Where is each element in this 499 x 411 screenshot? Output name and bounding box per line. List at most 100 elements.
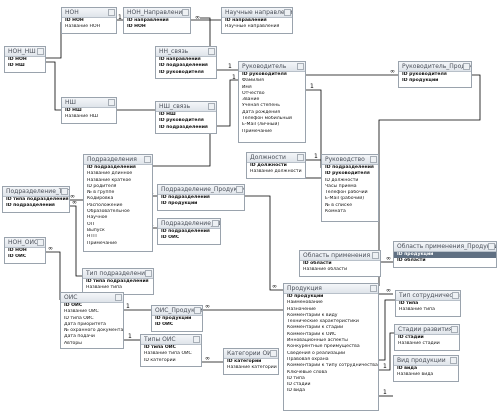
window-control-icon[interactable]: [212, 220, 219, 227]
window-control-icon[interactable]: [37, 48, 44, 55]
table-field[interactable]: ID должности: [250, 163, 287, 168]
table-field[interactable]: Кодировка: [87, 196, 114, 202]
window-control-icon[interactable]: [372, 252, 379, 259]
table-title[interactable]: Подразделение_ОИС: [158, 219, 220, 229]
table-field[interactable]: ID руководителя: [242, 72, 287, 77]
table-field[interactable]: НТП: [87, 234, 97, 240]
table-field[interactable]: Примечание: [87, 240, 117, 246]
table-field[interactable]: ID подразделения: [161, 229, 210, 234]
table-title[interactable]: Область применения: [300, 251, 380, 261]
table-field[interactable]: № в группе: [87, 190, 115, 196]
table-field[interactable]: ID направления: [225, 18, 267, 23]
table-field[interactable]: ID НОН: [8, 57, 27, 62]
window-control-icon[interactable]: [297, 63, 304, 70]
table-title[interactable]: ОИС_Продукция: [152, 306, 202, 316]
table-field[interactable]: ID НОН: [65, 18, 84, 23]
table-field[interactable]: ID типа ОИС: [64, 315, 94, 321]
window-control-icon[interactable]: [451, 326, 458, 333]
table-field[interactable]: ID ОИС: [161, 235, 180, 241]
table-field[interactable]: ID типа подразделения: [6, 197, 69, 202]
table-field[interactable]: Комментарии к ОИС: [287, 331, 337, 337]
table-field[interactable]: ID ОИС: [64, 303, 83, 308]
window-control-icon[interactable]: [297, 154, 304, 161]
table-field[interactable]: Дата подачи: [64, 334, 95, 340]
window-control-icon[interactable]: [370, 285, 377, 292]
table-field[interactable]: ID НОН: [8, 248, 27, 253]
table-field[interactable]: ID должности: [325, 177, 359, 183]
table-field[interactable]: Название области: [303, 267, 348, 273]
table-field[interactable]: ID ОИС: [8, 254, 27, 260]
table-title[interactable]: Руководитель: [239, 62, 305, 72]
table-field[interactable]: ID направления: [127, 18, 169, 23]
window-control-icon[interactable]: [208, 48, 215, 55]
table-title[interactable]: Руководство: [322, 155, 378, 165]
table-field[interactable]: ID подразделения: [325, 165, 374, 170]
table-field[interactable]: Комната: [325, 209, 346, 215]
table-title[interactable]: НОН_НШ: [5, 47, 45, 57]
window-control-icon[interactable]: [488, 243, 495, 250]
table-field[interactable]: Название типа ОИС: [144, 351, 192, 357]
table-field[interactable]: Дата рождения: [242, 109, 280, 115]
table-field[interactable]: Фамилия: [242, 78, 264, 84]
table-field[interactable]: Образовательное: [87, 209, 130, 215]
table-field[interactable]: ID руководителя: [402, 72, 447, 77]
window-control-icon[interactable]: [463, 63, 470, 70]
table-title[interactable]: НШ_связь: [156, 102, 216, 112]
table-title[interactable]: Подразделение_Продукция: [158, 185, 244, 195]
table-field[interactable]: ID продукции: [287, 294, 324, 299]
table-field[interactable]: ID руководителя: [159, 118, 204, 124]
table-field[interactable]: E-Mail (рабочий): [325, 196, 364, 202]
window-control-icon[interactable]: [144, 156, 151, 163]
table-field[interactable]: Отчество: [242, 90, 265, 96]
table-field[interactable]: Комментарии к типу сотрудничества: [287, 363, 378, 369]
table-field[interactable]: Наименование: [287, 300, 323, 306]
table-field[interactable]: ID продукции: [155, 316, 192, 321]
table-field[interactable]: Название типа: [399, 307, 435, 313]
table-field[interactable]: Имя: [242, 84, 252, 90]
table-field[interactable]: Правовая охрана: [287, 356, 329, 362]
window-control-icon[interactable]: [450, 357, 457, 364]
table-field[interactable]: ID области: [397, 258, 426, 264]
table-field[interactable]: ID подразделения: [6, 203, 55, 209]
table-field[interactable]: Ключевые слова: [287, 369, 328, 375]
table-field[interactable]: Расположение: [87, 202, 123, 208]
table-field[interactable]: Научные направления: [225, 24, 280, 30]
table-field[interactable]: ID подразделения: [159, 63, 208, 69]
table-title[interactable]: НОН_ОИС: [5, 238, 45, 248]
table-field[interactable]: Технические характеристики: [287, 319, 359, 325]
table-field[interactable]: ID НШ: [8, 63, 25, 69]
table-field[interactable]: Дата приоритета: [64, 321, 106, 327]
window-control-icon[interactable]: [108, 99, 115, 106]
table-field[interactable]: ID области: [303, 261, 332, 266]
table-field[interactable]: ID подразделения: [161, 195, 210, 200]
table-title[interactable]: Категории ОИС: [224, 349, 278, 359]
table-field[interactable]: Сведения о реализации: [287, 350, 346, 356]
window-control-icon[interactable]: [236, 186, 243, 193]
window-control-icon[interactable]: [115, 294, 122, 301]
table-field[interactable]: Название ОИС: [64, 309, 99, 315]
table-title[interactable]: Подразделение_Тип: [3, 187, 69, 197]
table-field[interactable]: Название стадии: [398, 341, 440, 347]
table-field[interactable]: ID НШ: [65, 108, 82, 113]
table-field[interactable]: ID вида: [397, 366, 418, 371]
table-field[interactable]: ID продукции: [402, 78, 439, 84]
table-title[interactable]: Подразделения: [84, 155, 152, 165]
table-title[interactable]: НШ: [62, 98, 116, 108]
table-title[interactable]: ОИС: [61, 293, 123, 303]
table-field[interactable]: Инновационные аспекты: [287, 338, 348, 344]
table-title[interactable]: Тип подразделения: [83, 269, 153, 279]
